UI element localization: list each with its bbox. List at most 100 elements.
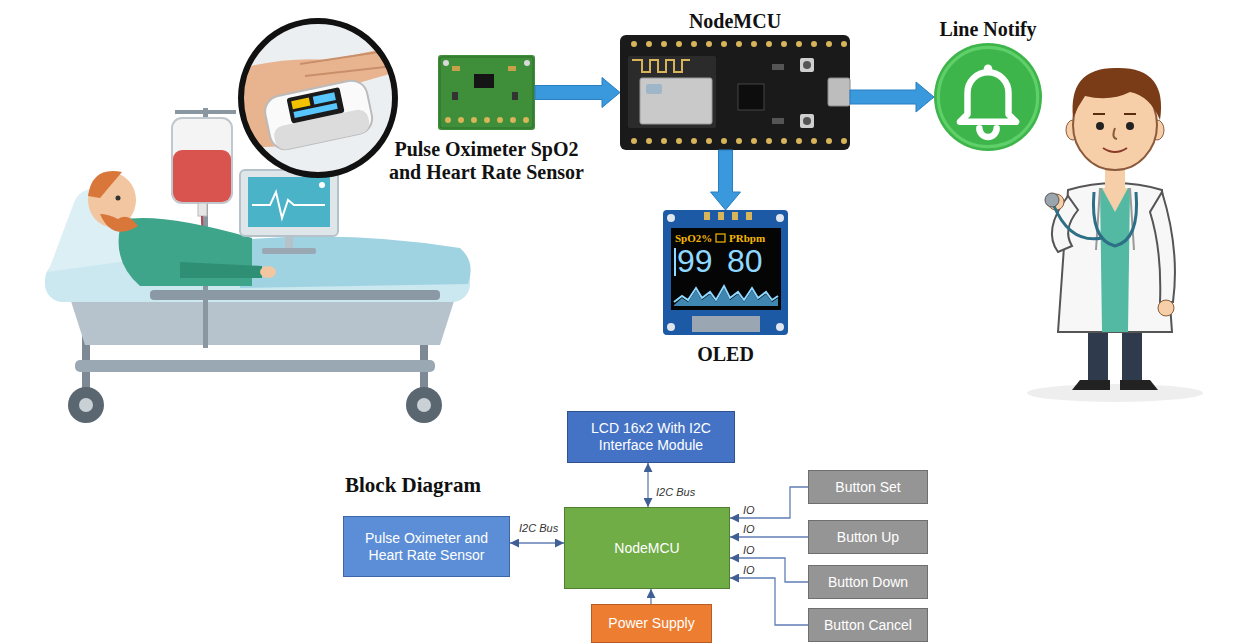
nodemcu-board-picture <box>706 138 712 144</box>
screen-reading: 80 <box>727 244 763 278</box>
oled-module-picture <box>667 214 675 222</box>
hospital-bed <box>75 360 435 372</box>
nodemcu-board-picture <box>800 114 814 128</box>
edge-label: I2C Bus <box>518 522 559 535</box>
nodemcu-board-picture <box>841 41 847 47</box>
nodemcu-board-picture <box>781 41 787 47</box>
nodemcu-board-picture <box>640 78 712 124</box>
signal-connector <box>510 542 564 543</box>
power-box: Power Supply <box>591 604 712 643</box>
oximeter-photo <box>291 98 310 110</box>
doctor-figure <box>1126 122 1134 130</box>
oled-module-picture <box>674 288 778 306</box>
flow-arrow <box>850 82 934 112</box>
sensor-board-picture <box>445 117 529 123</box>
iv-stand <box>173 150 231 202</box>
oled-module-picture <box>704 212 710 220</box>
nodemcu-board-picture <box>811 138 817 144</box>
oled-module-picture <box>674 248 676 276</box>
doctor-figure <box>1054 206 1102 239</box>
module-box: LCD 16x2 With I2C Interface Module <box>567 411 735 463</box>
oximeter-photo <box>262 78 375 152</box>
nodemcu-board-picture <box>811 41 817 47</box>
oximeter-photo <box>228 20 402 180</box>
oled-module-picture <box>671 228 781 310</box>
oled-module-picture <box>718 212 724 220</box>
patient <box>116 196 121 201</box>
hospital-bed <box>68 387 104 423</box>
bell-icon <box>938 47 1037 146</box>
nodemcu-board-picture <box>721 41 727 47</box>
sensor-board-picture <box>445 117 451 123</box>
nodemcu-board-picture <box>736 138 742 144</box>
patient <box>260 266 276 278</box>
doctor-figure <box>1093 113 1136 115</box>
oled-module-picture <box>716 234 725 242</box>
doctor-figure <box>1150 192 1175 302</box>
flow-arrow <box>535 78 620 108</box>
hospital-bed <box>417 398 431 412</box>
sensor-board-picture <box>438 55 535 130</box>
oximeter-photo <box>313 92 336 104</box>
nodemcu-board-picture <box>803 117 811 125</box>
box-label: Power Supply <box>608 615 694 632</box>
nodemcu-board-picture <box>691 138 697 144</box>
sensor-board-picture <box>484 117 490 123</box>
picture-heading: Pulse Oximeter SpO2 and Heart Rate Senso… <box>382 138 592 184</box>
nodemcu-board-picture <box>628 56 716 128</box>
notify-bell: Line Notify <box>934 43 1042 151</box>
hospital-bed <box>406 387 442 423</box>
nodemcu-board-picture <box>646 84 662 94</box>
nodemcu-board-picture <box>751 138 757 144</box>
nodemcu-board-picture <box>796 138 802 144</box>
nodemcu-board-picture <box>800 58 814 72</box>
doctor-figure <box>1102 188 1128 212</box>
patient-monitor <box>252 192 325 218</box>
patient <box>180 262 262 278</box>
oled-module-picture <box>732 212 738 220</box>
patient-monitor <box>285 236 293 250</box>
box-label: Button Set <box>835 479 900 496</box>
sensor-board-picture <box>497 117 503 123</box>
oximeter-photo <box>286 87 344 124</box>
nodemcu-board-picture <box>691 41 697 47</box>
nodemcu-board-picture <box>841 138 847 144</box>
doctor-figure <box>1045 193 1059 207</box>
box-label: Button Cancel <box>824 617 912 634</box>
patient-monitor <box>240 170 338 236</box>
edge-label: I2C Bus <box>655 486 696 499</box>
patient <box>88 171 471 300</box>
nodemcu-board-picture <box>632 60 690 72</box>
button-box: Button Up <box>808 520 928 554</box>
nodemcu-board-picture <box>826 41 832 47</box>
iv-stand <box>198 203 207 216</box>
nodemcu-board-picture <box>676 41 682 47</box>
nodemcu-board-picture <box>828 78 850 106</box>
controller-board: NodeMCU <box>620 35 850 150</box>
edge-label: IO <box>742 544 756 557</box>
sensor-board-picture <box>474 74 494 88</box>
bell-icon <box>979 128 996 137</box>
doctor-figure <box>1073 68 1162 120</box>
signal-connector <box>730 578 808 625</box>
patient-monitor <box>262 248 316 254</box>
sensor-board-picture <box>458 117 464 123</box>
doctor-figure <box>1120 380 1158 390</box>
picture-heading: Line Notify <box>903 18 1073 41</box>
nodemcu-board-picture <box>772 118 784 124</box>
bell-icon <box>984 65 993 74</box>
edge-label: IO <box>742 523 756 536</box>
screen-reading: 99 <box>677 244 713 278</box>
hospital-bed <box>79 398 93 412</box>
sensor-board-picture <box>452 92 458 100</box>
box-label: NodeMCU <box>614 540 679 557</box>
doctor-figure <box>1100 188 1130 332</box>
nodemcu-board-picture <box>772 64 784 70</box>
oled-module-picture <box>776 323 784 331</box>
module-box: Pulse Oximeter and Heart Rate Sensor <box>343 516 510 577</box>
patient <box>88 171 122 198</box>
signal-connector <box>730 487 808 518</box>
nodemcu-board-picture <box>796 41 802 47</box>
sensor-board-picture <box>438 55 535 130</box>
